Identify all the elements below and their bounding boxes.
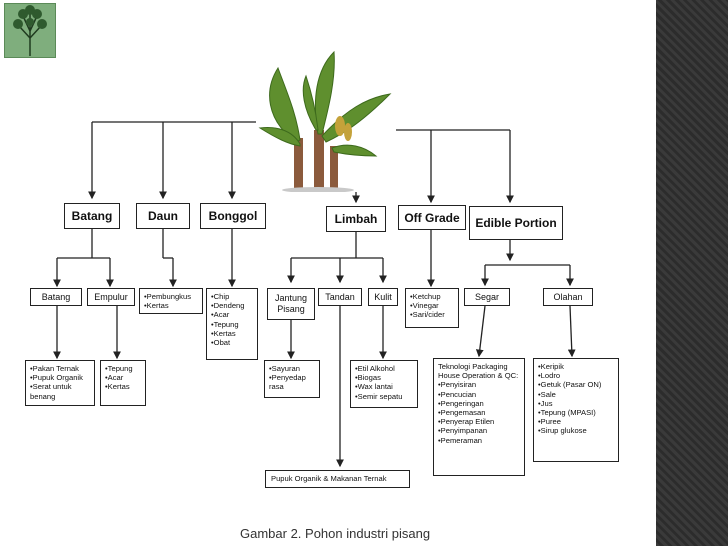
list-item: Pembungkus [144,292,198,301]
list-item: Semir sepatu [355,392,413,401]
node-daun: Daun [136,203,190,229]
list-item: Sayuran [269,364,315,373]
list-item: Jus [538,399,614,408]
list-item: Etil Alkohol [355,364,413,373]
list-item: Acar [211,310,253,319]
list-item: Acar [105,373,141,382]
decorative-stripe [656,0,728,546]
list-item: Lodro [538,371,614,380]
list-item: Getuk (Pasar ON) [538,380,614,389]
banana-plant-image [256,50,396,193]
list-item: Wax lantai [355,382,413,391]
list-jantung-pisang: Sayuran Penyedap rasa [264,360,320,398]
node-kulit: Kulit [368,288,398,306]
list-item: Keripik [538,362,614,371]
list-olahan: Keripik Lodro Getuk (Pasar ON) Sale Jus … [533,358,619,462]
list-item: Sale [538,390,614,399]
list-item: Biogas [355,373,413,382]
list-item: Tepung (MPASI) [538,408,614,417]
list-item: Pencucian [438,390,520,399]
tree-logo-icon [4,3,56,58]
list-item: Kertas [144,301,198,310]
list-item: Sirup glukose [538,426,614,435]
list-item: Penyimpanan [438,426,520,435]
list-item: Vinegar [410,301,454,310]
list-item: Kertas [105,382,141,391]
node-segar: Segar [464,288,510,306]
list-item: Serat untuk benang [30,382,90,400]
list-bonggol: Chip Dendeng Acar Tepung Kertas Obat [206,288,258,360]
list-off-grade: Ketchup Vinegar Sari/cider [405,288,459,328]
list-item: Penyisiran [438,380,520,389]
node-edible-portion: Edible Portion [469,206,563,240]
node-off-grade: Off Grade [398,205,466,230]
tandan-product-box: Pupuk Organik & Makanan Ternak [265,470,410,488]
list-item: Kertas [211,329,253,338]
list-item: Pakan Ternak [30,364,90,373]
node-limbah: Limbah [326,206,386,232]
list-daun: Pembungkus Kertas [139,288,203,314]
list-segar: Teknologi Packaging House Operation & QC… [433,358,525,476]
list-kulit: Etil Alkohol Biogas Wax lantai Semir sep… [350,360,418,408]
list-item: Pupuk Organik [30,373,90,382]
list-item: Puree [538,417,614,426]
list-item: Pengeringan [438,399,520,408]
list-item: Penyedap rasa [269,373,315,391]
node-bonggol: Bonggol [200,203,266,229]
list-batang: Pakan Ternak Pupuk Organik Serat untuk b… [25,360,95,406]
node-empulur: Empulur [87,288,135,306]
list-item: Obat [211,338,253,347]
list-item: Penyerap Etilen [438,417,520,426]
list-item: Chip [211,292,253,301]
figure-caption: Gambar 2. Pohon industri pisang [240,526,431,541]
list-item: Pengemasan [438,408,520,417]
list-item: Pemeraman [438,436,520,445]
node-batang-sub: Batang [30,288,82,306]
list-item: Tepung [211,320,253,329]
node-olahan: Olahan [543,288,593,306]
node-jantung-pisang: Jantung Pisang [267,288,315,320]
list-item: Tepung [105,364,141,373]
list-item: Ketchup [410,292,454,301]
list-item: Dendeng [211,301,253,310]
node-tandan: Tandan [318,288,362,306]
segar-title: Teknologi Packaging House Operation & QC… [438,362,519,381]
list-item: Sari/cider [410,310,454,319]
list-empulur: Tepung Acar Kertas [100,360,146,406]
node-batang: Batang [64,203,120,229]
